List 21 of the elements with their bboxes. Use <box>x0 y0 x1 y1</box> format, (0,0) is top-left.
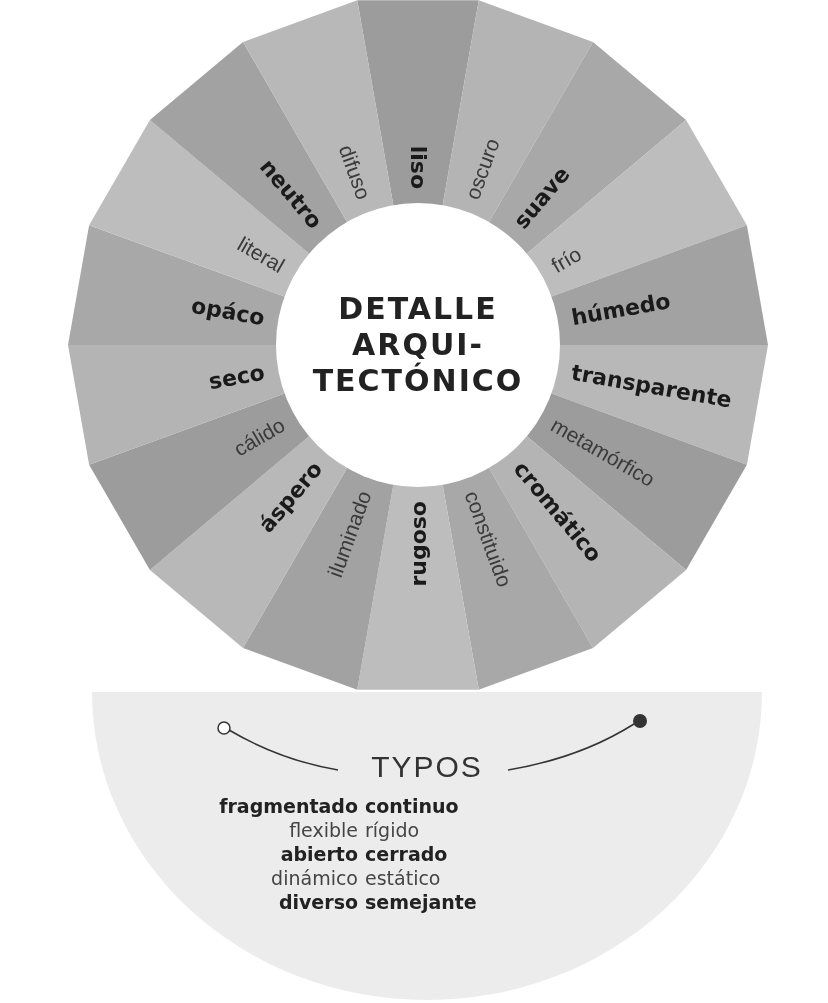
segment-label: opáco <box>189 292 267 331</box>
term-label: diverso <box>278 891 358 913</box>
term-label: abierto <box>280 843 358 865</box>
term-label: fragmentado <box>219 795 358 817</box>
section-title: TYPOS <box>370 750 484 784</box>
term-label: semejante <box>365 891 477 913</box>
segment-label: liso <box>405 145 431 189</box>
segment-label: húmedo <box>569 288 673 331</box>
segment-label: rugoso <box>405 501 431 587</box>
term-label: cerrado <box>365 843 448 865</box>
segment-label: frío <box>547 241 586 277</box>
term-label: rígido <box>365 819 420 841</box>
segment-label: seco <box>206 359 267 395</box>
segment-label: oscuro <box>460 135 504 203</box>
term-label: estático <box>365 867 441 889</box>
segment-label: cálido <box>229 413 289 461</box>
term-label: flexible <box>289 819 358 841</box>
term-label: continuo <box>365 795 459 817</box>
center-title: DETALLE ARQUI- TECTÓNICO <box>312 291 524 399</box>
term-label: dinámico <box>271 867 358 889</box>
segment-label: difuso <box>334 141 376 203</box>
